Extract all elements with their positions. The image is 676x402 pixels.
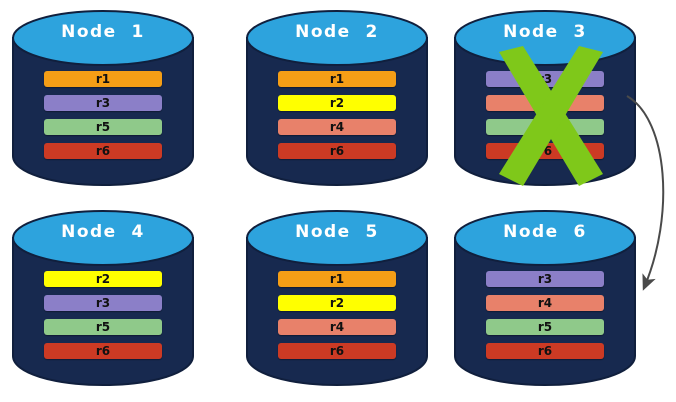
cylinder-top-ellipse [246,10,428,66]
replica-bar[interactable]: r1 [278,271,396,287]
replica-bar[interactable]: r5 [486,319,604,335]
replica-bar[interactable]: r6 [44,343,162,359]
replica-bar[interactable]: r5 [486,119,604,135]
replica-bar[interactable]: r2 [44,271,162,287]
cylinder-top-ellipse [454,210,636,266]
replica-bar[interactable]: r1 [44,71,162,87]
replica-bar[interactable]: r6 [486,343,604,359]
cylinder-top-ellipse [454,10,636,66]
replica-list: r3 r4 r5 r6 [486,71,604,167]
replica-bar[interactable]: r6 [44,143,162,159]
replica-bar[interactable]: r6 [486,143,604,159]
replica-list: r3 r4 r5 r6 [486,271,604,367]
replica-bar[interactable]: r1 [278,71,396,87]
replica-bar[interactable]: r4 [278,119,396,135]
replica-bar[interactable]: r3 [486,271,604,287]
replica-bar[interactable]: r3 [44,95,162,111]
replica-bar[interactable]: r5 [44,319,162,335]
cylinder-top-ellipse [12,210,194,266]
replica-list: r1 r2 r4 r6 [278,71,396,167]
replica-bar[interactable]: r2 [278,295,396,311]
replica-bar[interactable]: r3 [486,71,604,87]
replica-bar[interactable]: r4 [278,319,396,335]
replica-bar[interactable]: r5 [44,119,162,135]
replica-bar[interactable]: r4 [486,95,604,111]
replica-bar[interactable]: r4 [486,295,604,311]
replica-bar[interactable]: r6 [278,343,396,359]
replica-bar[interactable]: r2 [278,95,396,111]
replica-list: r2 r3 r5 r6 [44,271,162,367]
replica-bar[interactable]: r6 [278,143,396,159]
replica-list: r1 r2 r4 r6 [278,271,396,367]
cylinder-top-ellipse [246,210,428,266]
replica-list: r1 r3 r5 r6 [44,71,162,167]
replica-bar[interactable]: r3 [44,295,162,311]
cylinder-top-ellipse [12,10,194,66]
